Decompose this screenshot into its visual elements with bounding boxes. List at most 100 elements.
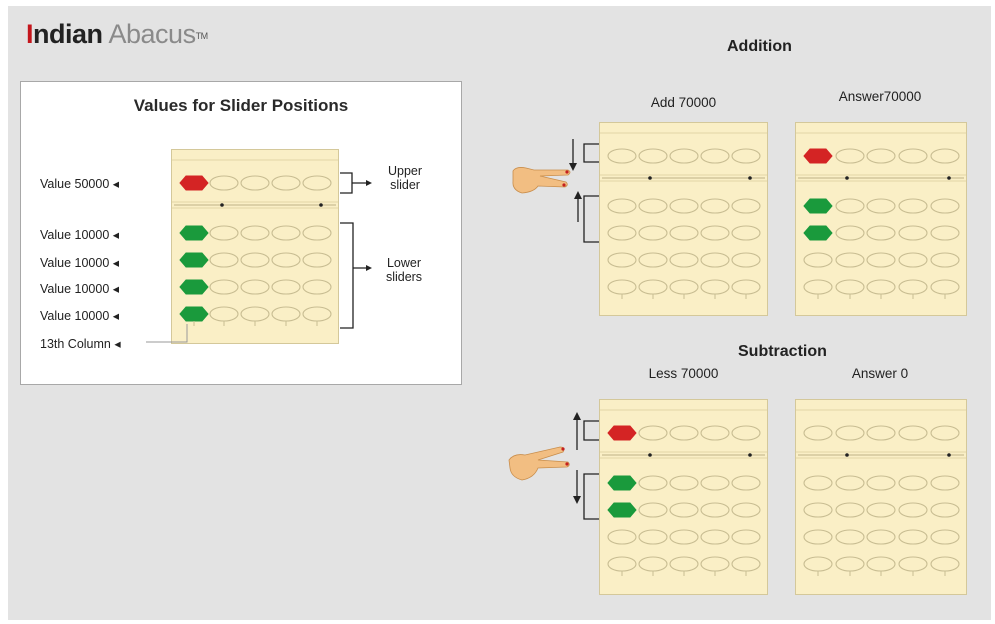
upper-bead — [898, 148, 928, 164]
upper-bead — [240, 175, 270, 191]
legend-row-label: Value 10000 ◂ — [40, 256, 120, 270]
lower-bead — [866, 252, 896, 268]
add-answer-abacus — [795, 122, 967, 316]
lower-bead-active — [179, 252, 209, 268]
upper-bead — [271, 175, 301, 191]
lower-bead — [302, 279, 332, 295]
add-up-arrowhead — [574, 191, 582, 199]
upper-bead — [607, 148, 637, 164]
lower-bead — [607, 252, 637, 268]
logo-word-indian: ndian — [33, 19, 103, 49]
lower-bead — [930, 529, 960, 545]
lower-bead — [866, 529, 896, 545]
sub-left-label: Less 70000 — [648, 366, 719, 381]
upper-bead — [209, 175, 239, 191]
lower-bead — [898, 252, 928, 268]
upper-bead — [638, 425, 668, 441]
lower-bead — [209, 225, 239, 241]
upper-bead — [669, 425, 699, 441]
sub-answer-abacus — [795, 399, 967, 595]
lower-bead — [669, 475, 699, 491]
upper-slider-bracket — [340, 172, 370, 194]
add-up-arrow — [577, 195, 599, 243]
lower-bead — [930, 475, 960, 491]
sub-down-arrow — [576, 470, 599, 520]
lower-bead — [898, 529, 928, 545]
lower-bead — [866, 198, 896, 214]
hand-icon — [512, 167, 571, 194]
beam-dot — [748, 453, 752, 457]
upper-bead — [731, 425, 761, 441]
beam-dot — [845, 453, 849, 457]
upper-bead — [731, 148, 761, 164]
beam-dot — [845, 176, 849, 180]
logo-word-abacus: Abacus — [108, 19, 197, 49]
beam-dot — [947, 453, 951, 457]
legend-row-label: Value 10000 ◂ — [40, 309, 120, 323]
lower-bead-active — [803, 225, 833, 241]
lower-bead — [803, 502, 833, 518]
lower-sliders-bracket — [340, 222, 370, 329]
lower-bead — [866, 475, 896, 491]
lower-bead — [930, 252, 960, 268]
lower-bead-active — [179, 279, 209, 295]
column-pointer-line — [146, 324, 188, 343]
lower-bead — [930, 198, 960, 214]
lower-bead — [898, 225, 928, 241]
lower-bead — [803, 475, 833, 491]
lower-bead — [731, 225, 761, 241]
lower-bead — [700, 225, 730, 241]
add-down-arrow — [572, 139, 599, 165]
upper-bead — [835, 425, 865, 441]
lower-bead — [898, 475, 928, 491]
subtraction-title: Subtraction — [738, 343, 827, 360]
beam-dot — [748, 176, 752, 180]
beam-dot — [648, 453, 652, 457]
upper-bead — [803, 425, 833, 441]
lower-bead — [638, 252, 668, 268]
hand-icon — [508, 446, 570, 481]
lower-bead — [803, 529, 833, 545]
lower-bead-active — [607, 502, 637, 518]
logo-trademark: TM — [195, 31, 209, 41]
lower-bead — [302, 225, 332, 241]
lower-bead — [700, 475, 730, 491]
lower-bead — [835, 529, 865, 545]
upper-bead — [866, 148, 896, 164]
lower-bead — [240, 252, 270, 268]
upper-bead — [898, 425, 928, 441]
legend-title: Values for Slider Positions — [133, 96, 349, 115]
add-left-label: Add 70000 — [650, 95, 717, 110]
logo-initial: I — [26, 19, 34, 49]
lower-bead — [240, 225, 270, 241]
upper-bead — [700, 148, 730, 164]
column-label: 13th Column ◂ — [40, 337, 121, 351]
lower-bead — [638, 475, 668, 491]
legend-row-label: Value 50000 ◂ — [40, 177, 120, 191]
lower-bead — [835, 475, 865, 491]
upper-bead — [638, 148, 668, 164]
lower-bead — [731, 529, 761, 545]
lower-bead-active — [179, 306, 209, 322]
upper-bead — [930, 425, 960, 441]
lower-bead — [209, 279, 239, 295]
upper-bead — [866, 425, 896, 441]
lower-bead — [898, 198, 928, 214]
lower-bead — [607, 198, 637, 214]
sub-down-arrowhead — [573, 496, 581, 504]
lower-bead — [930, 225, 960, 241]
lower-bead — [930, 502, 960, 518]
lower-bead — [731, 475, 761, 491]
lower-bead — [607, 529, 637, 545]
lower-sliders-arrow — [366, 265, 372, 271]
upper-bead — [835, 148, 865, 164]
upper-slider-arrow — [366, 180, 372, 186]
lower-bead — [638, 529, 668, 545]
lower-bead — [731, 502, 761, 518]
sub-up-arrow — [576, 419, 599, 450]
lower-bead — [700, 529, 730, 545]
add-down-arrowhead — [569, 163, 577, 171]
lower-bead — [803, 252, 833, 268]
lower-bead — [302, 252, 332, 268]
upper-bead — [930, 148, 960, 164]
